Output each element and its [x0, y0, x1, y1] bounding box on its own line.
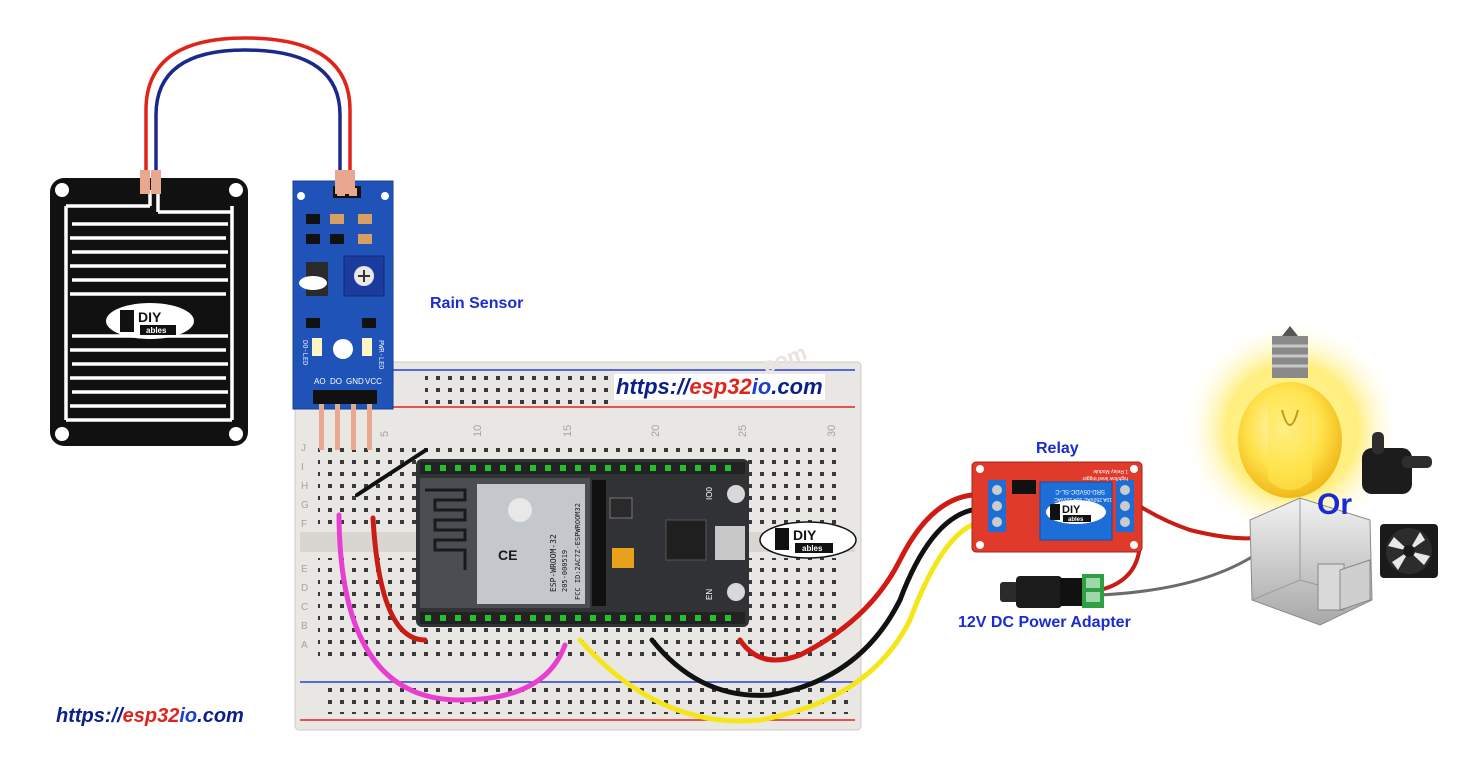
wires: [336, 448, 1257, 724]
row-letter: G: [301, 500, 309, 511]
logo-diy: DIY: [793, 527, 817, 543]
url-io: io: [751, 374, 772, 399]
url-esp32: esp32: [689, 374, 752, 399]
do-led-label: DO-LED: [301, 340, 309, 365]
col-number: 20: [650, 425, 662, 437]
ce-mark: CE: [498, 547, 517, 563]
row-letter: D: [301, 583, 308, 594]
url-tld: .com: [771, 374, 823, 399]
url-tld: .com: [197, 705, 244, 727]
source-url-bottom: https://esp32io.com: [56, 705, 244, 728]
url-esp32: esp32: [122, 705, 180, 727]
sensor-cable: [140, 36, 355, 194]
logo-ables: ables: [1068, 517, 1084, 523]
col-number: 15: [562, 425, 574, 437]
row-letter: B: [301, 621, 308, 632]
light-bulb: [1182, 320, 1402, 540]
logo-ables: ables: [802, 544, 823, 553]
relay-specs: 10A 250VAC 10A 125VAC: [1054, 496, 1112, 502]
pin-label-ao: AO: [314, 377, 326, 386]
breadboard-column-numbers: 5 10 15 20 25 30: [379, 425, 838, 437]
sensor-pin-wires: [319, 440, 372, 450]
col-number: 10: [472, 425, 484, 437]
row-letter: J: [301, 443, 306, 454]
esp32-button-io0: IO0: [705, 487, 714, 500]
row-letter: E: [301, 564, 308, 575]
url-scheme: https://: [616, 374, 690, 399]
relay-trigger: high/low level trigger: [1082, 475, 1128, 481]
row-letter: A: [301, 640, 308, 651]
url-io: io: [179, 705, 198, 727]
logo-diy: DIY: [1062, 504, 1081, 516]
row-letter: H: [301, 481, 308, 492]
esp32-module-name: ESP-WROOM-32: [549, 534, 558, 592]
col-number: 25: [737, 425, 749, 437]
water-pump: [1362, 432, 1432, 494]
logo-ables: ables: [146, 326, 167, 335]
col-number: 30: [826, 425, 838, 437]
cooling-fan: [1380, 524, 1438, 578]
power-adapter: [1000, 574, 1104, 608]
relay-module-title: 1 Relay Module: [1093, 468, 1128, 474]
rain-sensor-module: DO-LED PWR-LED AO DO GND VCC: [292, 180, 394, 449]
rain-sensor-label: Rain Sensor: [430, 295, 524, 312]
pwr-led-label: PWR-LED: [377, 340, 385, 370]
logo-diy: DIY: [138, 309, 162, 325]
rain-sensor-pad: DIY ables: [50, 178, 248, 446]
esp32-button-en: EN: [705, 589, 714, 600]
breadboard-logo: DIY ables: [759, 521, 857, 559]
url-scheme: https://: [56, 705, 123, 727]
breadboard-row-letters: J I H G F E D C B A: [301, 443, 309, 651]
relay-part-number: SRD-05VDC-SL-C: [1055, 488, 1105, 494]
row-letter: F: [301, 519, 307, 530]
solenoid-lock: [1249, 497, 1373, 626]
row-letter: C: [301, 602, 308, 613]
relay-module: DIY ables SRD-05VDC-SL-C 10A 250VAC 10A …: [971, 461, 1143, 553]
pin-label-do: DO: [330, 377, 342, 386]
power-adapter-label: 12V DC Power Adapter: [958, 614, 1131, 631]
pin-label-vcc: VCC: [365, 377, 382, 386]
source-url-top: https://esp32io.com: [614, 374, 825, 400]
row-letter: I: [301, 462, 304, 473]
or-label: Or: [1317, 488, 1353, 521]
esp32-fcc-id: FCC ID:2AC7Z-ESPWROOM32: [574, 503, 582, 600]
relay-label: Relay: [1036, 440, 1079, 457]
esp32-board: ESP-WROOM-32 FCC ID:2AC7Z-ESPWROOM32 205…: [416, 459, 749, 627]
col-number: 5: [379, 431, 391, 437]
esp32-code: 205-000519: [561, 550, 569, 592]
pin-label-gnd: GND: [346, 377, 364, 386]
